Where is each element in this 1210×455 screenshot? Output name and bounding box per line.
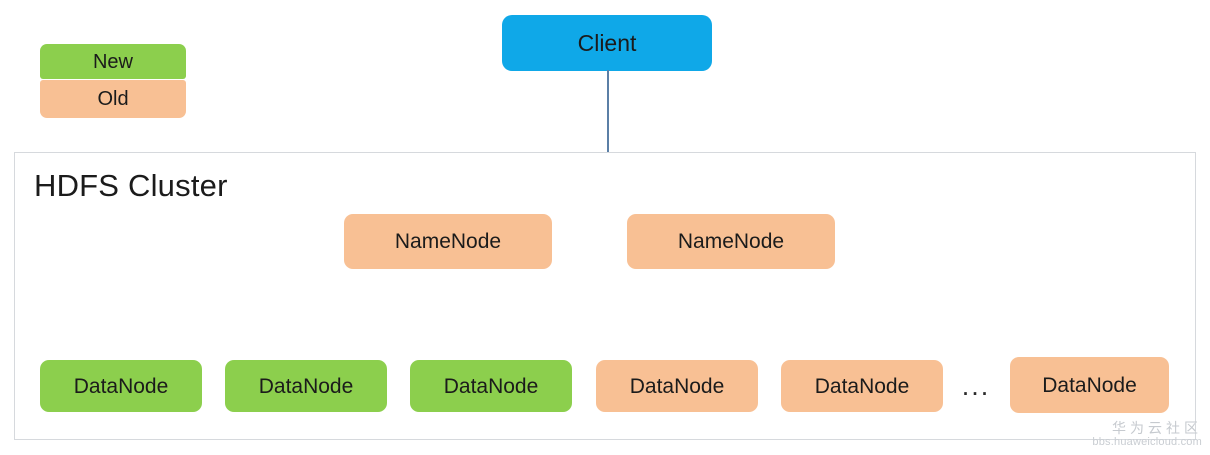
hdfs-cluster-title: HDFS Cluster — [34, 168, 228, 203]
client-node-label: Client — [577, 29, 637, 56]
legend-item-new: New — [40, 44, 186, 79]
datanode-3: DataNode — [410, 360, 572, 412]
datanode-5: DataNode — [781, 360, 943, 412]
hdfs-cluster-frame — [14, 152, 1196, 440]
datanode-6-label: DataNode — [1042, 373, 1137, 397]
datanode-2-label: DataNode — [258, 374, 354, 398]
datanode-5-label: DataNode — [814, 374, 910, 398]
namenode-2-label: NameNode — [677, 230, 785, 253]
legend-item-old-label: Old — [97, 88, 129, 110]
namenode-1: NameNode — [344, 214, 552, 269]
legend-item-new-label: New — [92, 50, 133, 73]
datanode-4: DataNode — [596, 360, 758, 412]
watermark: 华为云社区 bbs.huaweicloud.com — [1092, 420, 1202, 449]
datanode-2: DataNode — [225, 360, 387, 412]
namenode-1-label: NameNode — [394, 230, 502, 253]
datanode-3-label: DataNode — [443, 374, 539, 398]
datanode-1: DataNode — [40, 360, 202, 412]
watermark-url: bbs.huaweicloud.com — [1092, 436, 1202, 449]
datanode-1-label: DataNode — [73, 374, 169, 398]
client-to-cluster-connector — [607, 70, 609, 153]
datanode-ellipsis: ... — [961, 370, 991, 401]
datanode-6: DataNode — [1010, 357, 1169, 413]
watermark-brand: 华为云社区 — [1112, 420, 1202, 437]
namenode-2: NameNode — [627, 214, 835, 269]
legend-item-old: Old — [40, 80, 186, 118]
client-node: Client — [502, 15, 712, 71]
datanode-4-label: DataNode — [629, 374, 725, 398]
